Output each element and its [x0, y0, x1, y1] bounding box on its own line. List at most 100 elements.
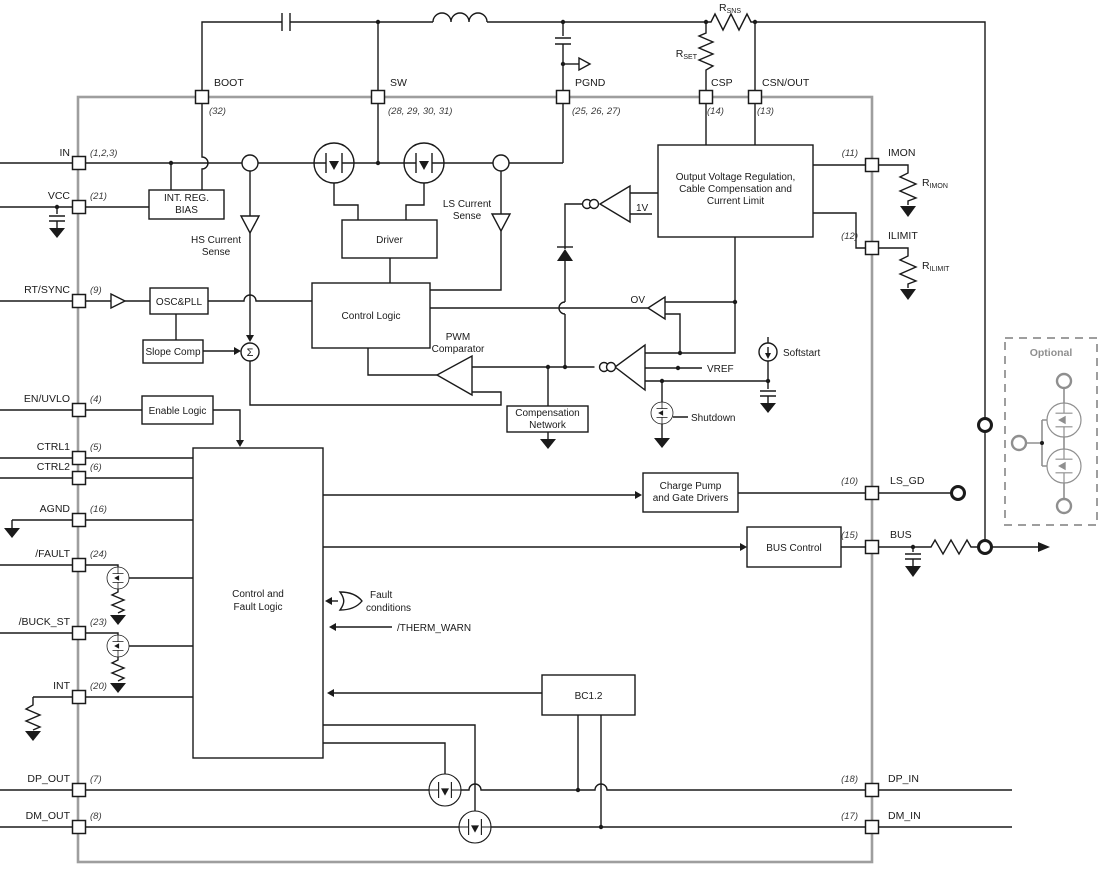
- svg-text:LS_GD: LS_GD: [890, 475, 925, 487]
- error-amp-icon: [613, 343, 646, 392]
- svg-text:CSN/OUT: CSN/OUT: [762, 77, 810, 89]
- svg-text:(11): (11): [842, 148, 858, 159]
- ground-icon: [900, 289, 916, 300]
- svg-text:Σ: Σ: [247, 347, 254, 359]
- svg-text:conditions: conditions: [366, 603, 411, 614]
- fault-conditions-label: Fault: [370, 590, 392, 601]
- ground-icon: [4, 528, 20, 538]
- rsns-label: RSNS: [719, 2, 741, 15]
- right-external-wiring: [878, 164, 1012, 828]
- shutdown-mosfet-icon: [650, 401, 674, 425]
- 1v-label: 1V: [636, 203, 649, 214]
- hs-sense-tap: [241, 154, 259, 172]
- svg-text:CTRL2: CTRL2: [37, 461, 70, 473]
- hs-sense-amp-icon: [239, 215, 261, 235]
- block-bus-control: BUS Control: [746, 526, 842, 568]
- svg-text:DP_OUT: DP_OUT: [27, 773, 70, 785]
- pgnd-arrow-icon: [578, 56, 592, 72]
- or-gate-icon: [338, 591, 363, 611]
- svg-text:/FAULT: /FAULT: [35, 548, 70, 560]
- optional-fet-bottom-icon: [1046, 448, 1082, 484]
- svg-text:CTRL1: CTRL1: [37, 441, 70, 453]
- svg-text:VCC: VCC: [48, 190, 71, 202]
- sync-buffer-icon: [110, 292, 127, 310]
- svg-text:(25, 26, 27): (25, 26, 27): [572, 106, 621, 117]
- rail-terminal: [977, 417, 993, 433]
- svg-text:(5): (5): [90, 442, 102, 453]
- svg-text:PGND: PGND: [575, 77, 606, 89]
- rsns-resistor: [706, 12, 754, 32]
- top-external-wiring: [201, 12, 986, 540]
- diode-icon: [557, 249, 573, 261]
- ground-icon: [760, 403, 776, 413]
- block-int-reg-bias: INT. REG. BIAS: [148, 189, 225, 220]
- svg-text:/BUCK_ST: /BUCK_ST: [19, 616, 71, 628]
- block-charge-pump: Charge Pump and Gate Drivers: [642, 472, 739, 513]
- svg-text:Cable Compensation and: Cable Compensation and: [679, 184, 792, 195]
- block-slope-comp: Slope Comp: [142, 339, 204, 364]
- pwm-comparator-label: PWM: [446, 332, 470, 343]
- pin-pgnd: [555, 89, 571, 105]
- svg-text:CSP: CSP: [711, 77, 733, 89]
- ls-sense-tap: [492, 154, 510, 172]
- svg-text:INT: INT: [53, 680, 71, 692]
- svg-text:Network: Network: [529, 420, 567, 431]
- rilimit-label: RILIMIT: [922, 260, 950, 273]
- svg-text:(8): (8): [90, 811, 102, 822]
- svg-text:(24): (24): [90, 549, 107, 560]
- fault-mosfet-icon: [106, 566, 130, 590]
- svg-text:Current Limit: Current Limit: [707, 196, 764, 207]
- ground-icon: [900, 206, 916, 217]
- svg-text:and Gate Drivers: and Gate Drivers: [653, 493, 729, 504]
- svg-text:ILIMIT: ILIMIT: [888, 230, 918, 242]
- pin-csp: [698, 89, 714, 105]
- rset-label: RSET: [676, 48, 698, 61]
- block-compensation-network: Compensation Network: [506, 405, 589, 433]
- therm-warn-label: /THERM_WARN: [397, 623, 471, 634]
- svg-text:IMON: IMON: [888, 147, 915, 159]
- svg-text:(1,2,3): (1,2,3): [90, 148, 117, 159]
- svg-text:(4): (4): [90, 394, 102, 405]
- rset-resistor: [697, 30, 715, 74]
- pwm-comparator-icon: [435, 354, 473, 397]
- svg-text:BIAS: BIAS: [175, 205, 198, 216]
- dp-switch-icon: [428, 773, 462, 807]
- svg-text:EN/UVLO: EN/UVLO: [24, 393, 70, 405]
- pin-csn-out: [747, 89, 763, 105]
- svg-text:Output Voltage Regulation,: Output Voltage Regulation,: [676, 172, 796, 183]
- buckst-resistor: [110, 658, 126, 682]
- svg-text:(13): (13): [757, 106, 774, 117]
- ground-icon: [110, 683, 126, 693]
- svg-text:(12): (12): [841, 231, 858, 242]
- svg-text:(18): (18): [841, 774, 858, 785]
- block-control-logic: Control Logic: [311, 282, 431, 349]
- bus-capacitor: [878, 546, 928, 566]
- svg-text:(32): (32): [209, 106, 226, 117]
- ls-sense-label: LS Current: [443, 199, 492, 210]
- ov-comparator-icon: [646, 295, 666, 321]
- svg-text:Slope Comp: Slope Comp: [145, 347, 200, 358]
- svg-text:(9): (9): [90, 285, 102, 296]
- block-output-voltage-regulation: Output Voltage Regulation, Cable Compens…: [657, 144, 814, 238]
- output-rail: [992, 542, 1050, 552]
- bus-terminal: [977, 539, 993, 555]
- hs-sense-label: HS Current: [191, 235, 241, 246]
- rimon-label: RIMON: [922, 177, 948, 190]
- svg-text:BC1.2: BC1.2: [575, 691, 603, 702]
- output-arrow-icon: [1038, 542, 1050, 552]
- optional-fets: Optional: [1004, 337, 1098, 526]
- pin-boot: [194, 89, 210, 105]
- svg-text:Control Logic: Control Logic: [342, 311, 401, 322]
- svg-text:DM_OUT: DM_OUT: [26, 810, 71, 822]
- svg-text:RT/SYNC: RT/SYNC: [24, 284, 70, 296]
- svg-text:BOOT: BOOT: [214, 77, 244, 89]
- svg-text:BUS: BUS: [890, 529, 912, 541]
- buckst-mosfet-icon: [106, 634, 130, 658]
- svg-text:Compensation: Compensation: [515, 408, 579, 419]
- block-driver: Driver: [341, 219, 438, 259]
- block-osc-pll: OSC&PLL: [149, 287, 209, 315]
- fault-resistor: [110, 590, 126, 614]
- optional-fet-top-icon: [1046, 402, 1082, 438]
- softstart-capacitor: [760, 337, 776, 403]
